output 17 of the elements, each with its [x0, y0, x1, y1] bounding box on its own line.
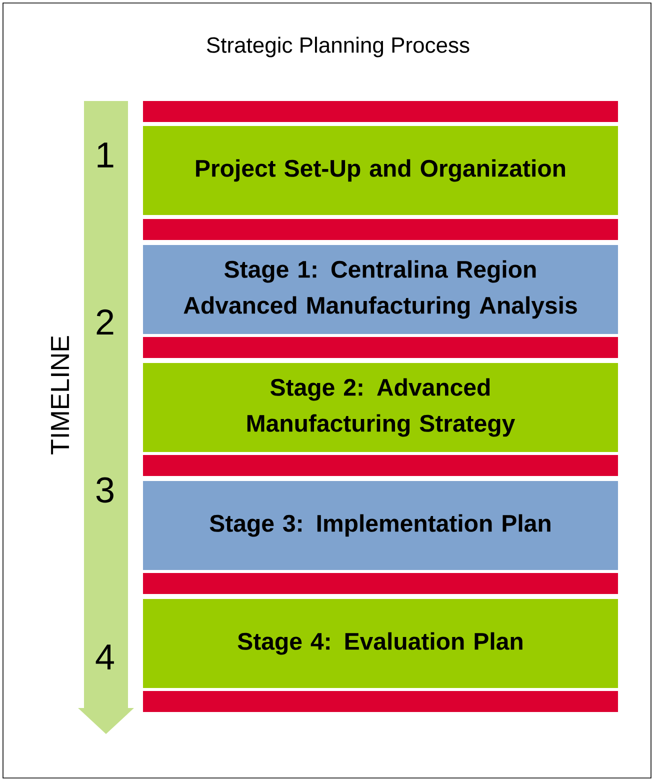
stage-box: Stage 3: Implementation Plan	[143, 481, 618, 570]
stage-box: Stage 4: Evaluation Plan	[143, 599, 618, 688]
separator-bar	[143, 337, 618, 358]
separator-bar	[143, 219, 618, 240]
step-number: 3	[96, 477, 114, 503]
stage-box: Stage 1: Centralina Region Advanced Manufacturing Analysis	[143, 245, 618, 334]
step-number: 2	[96, 309, 114, 335]
stage-box: Stage 2: Advanced Manufacturing Strategy	[143, 363, 618, 452]
step-number: 1	[98, 142, 114, 168]
separator-bar	[143, 455, 618, 476]
axis-label: TIMELINE	[51, 336, 69, 454]
separator-bar	[143, 101, 618, 122]
title: Strategic Planning Process	[206, 36, 470, 58]
stage-box: Project Set-Up and Organization	[143, 126, 618, 215]
separator-bar	[143, 691, 618, 712]
step-number: 4	[96, 644, 114, 670]
separator-bar	[143, 573, 618, 594]
